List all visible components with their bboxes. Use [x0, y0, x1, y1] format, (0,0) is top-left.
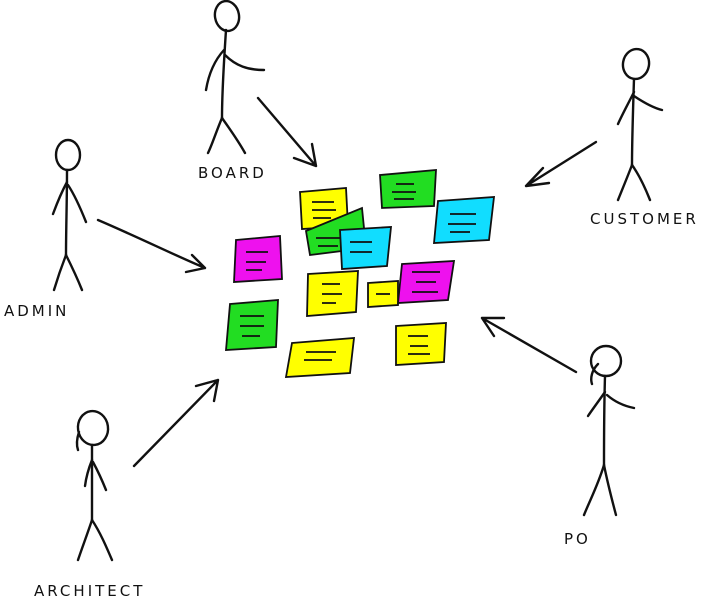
customer-arrow — [524, 140, 598, 188]
sticky-note — [396, 260, 456, 304]
po-figure — [582, 344, 636, 517]
board-arrow — [256, 96, 318, 168]
admin-figure — [51, 138, 88, 292]
architect-figure — [75, 409, 114, 562]
sticky-note — [379, 169, 437, 209]
sticky-note — [339, 226, 393, 270]
board-figure — [204, 0, 266, 155]
sticky-note — [225, 299, 279, 351]
architect-arrow — [132, 378, 220, 468]
customer-label: CUSTOMER — [590, 210, 699, 228]
admin-arrow — [96, 218, 207, 274]
sticky-note-board — [225, 169, 496, 378]
sticky-note — [433, 196, 496, 244]
sticky-note — [233, 235, 283, 283]
sticky-note — [395, 322, 447, 366]
board-label: BOARD — [198, 164, 267, 182]
architect-label: ARCHITECT — [34, 582, 145, 600]
sticky-note — [367, 280, 399, 308]
po-arrow — [480, 316, 578, 374]
customer-figure — [616, 47, 664, 202]
sticky-note — [306, 270, 359, 317]
po-label: PO — [564, 530, 591, 548]
sticky-note — [284, 337, 356, 378]
admin-label: ADMIN — [4, 302, 69, 320]
